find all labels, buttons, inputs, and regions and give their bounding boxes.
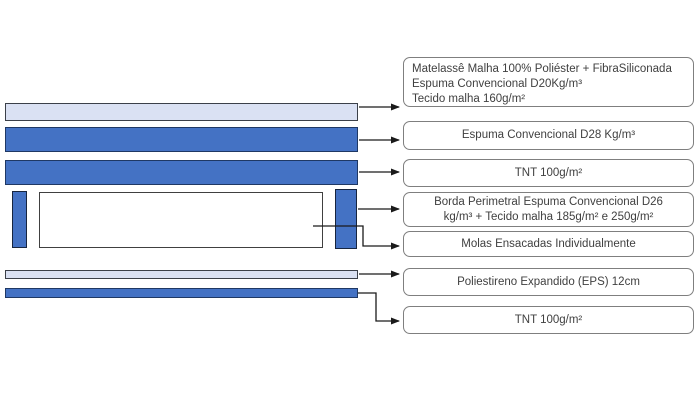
label-matelasse: Matelassê Malha 100% Poliéster + FibraSi…: [403, 57, 694, 107]
borda-perimetral-left-block: [12, 191, 27, 248]
arrow-tnt-bottom: [358, 292, 400, 325]
label-matelasse-text: Matelassê Malha 100% Poliéster + FibraSi…: [412, 63, 672, 105]
label-molas: Molas Ensacadas Individualmente: [403, 231, 694, 257]
label-tnt-bottom: TNT 100g/m²: [403, 306, 694, 334]
layer-espuma-d28-bar: [5, 127, 358, 152]
label-tnt-bottom-text: TNT 100g/m²: [514, 313, 583, 326]
label-eps-text: Poliestireno Expandido (EPS) 12cm: [457, 275, 640, 288]
layer-eps-bar: [5, 270, 358, 279]
label-molas-text: Molas Ensacadas Individualmente: [461, 237, 636, 250]
label-borda-perimetral-text: Borda Perimetral Espuma Convencional D26…: [434, 195, 663, 223]
layer-tnt-top-bar: [5, 160, 358, 185]
borda-perimetral-right-block: [335, 189, 357, 249]
label-espuma-d28-text: Espuma Convencional D28 Kg/m³: [461, 129, 636, 141]
molas-core-box: [39, 192, 323, 248]
layer-matelasse-bar: [5, 103, 358, 121]
label-espuma-d28: Espuma Convencional D28 Kg/m³: [403, 121, 694, 150]
label-tnt-top-text: TNT 100g/m²: [514, 166, 583, 179]
label-borda-perimetral: Borda Perimetral Espuma Convencional D26…: [403, 192, 694, 227]
label-tnt-top: TNT 100g/m²: [403, 159, 694, 187]
layer-tnt-bottom-bar: [5, 288, 358, 298]
label-eps: Poliestireno Expandido (EPS) 12cm: [403, 268, 694, 296]
